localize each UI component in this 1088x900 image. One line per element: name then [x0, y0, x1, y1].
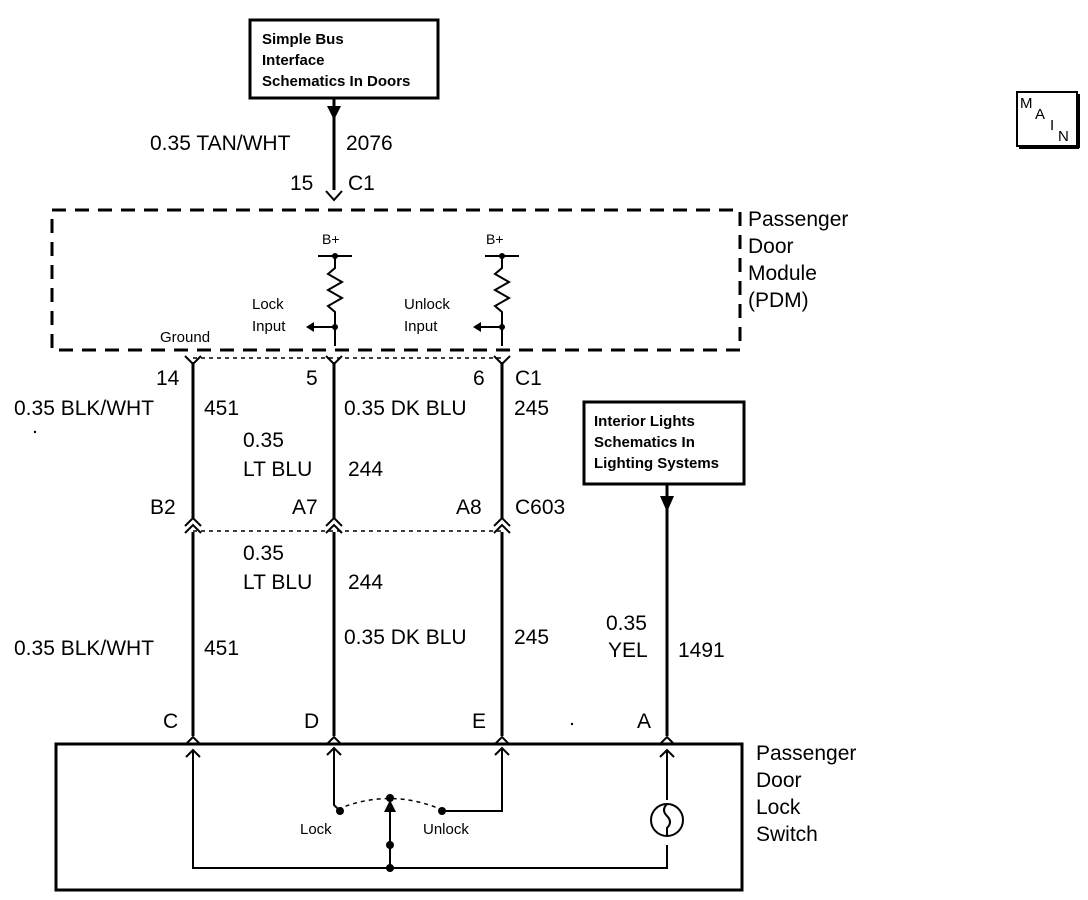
wire-color: YEL: [608, 639, 648, 662]
speck: [570, 722, 574, 726]
pin-number: 5: [306, 367, 318, 390]
circuit-number: 1491: [678, 639, 725, 662]
passenger-door-lock-switch[interactable]: [54, 742, 744, 892]
switch-title: Passenger: [756, 742, 856, 765]
wire-gauge: 0.35: [606, 612, 647, 635]
unlock-input-label: Unlock: [404, 296, 450, 313]
lock-input-label: Lock: [252, 296, 284, 313]
lock-position-label: Lock: [300, 821, 332, 838]
junction-dot-icon: [386, 864, 394, 872]
badge-letter: N: [1058, 128, 1069, 145]
wire-spec: 0.35 DK BLU: [344, 626, 467, 649]
connector-id: C1: [348, 172, 375, 195]
unlock-contact-icon: [438, 807, 446, 815]
circuit-number: 244: [348, 458, 383, 481]
b-plus-label: B+: [486, 231, 504, 247]
resistor-icon: [492, 256, 512, 346]
lock-input-label: Input: [252, 318, 286, 335]
pin-number: 6: [473, 367, 485, 390]
ground-label: Ground: [160, 329, 210, 346]
module-title: (PDM): [748, 289, 809, 312]
badge-letter: I: [1050, 117, 1054, 134]
pin-label: B2: [150, 496, 176, 519]
pin-label: A8: [456, 496, 482, 519]
unlock-position-label: Unlock: [423, 821, 469, 838]
wire-spec: 0.35 TAN/WHT: [150, 132, 291, 155]
b-plus-label: B+: [322, 231, 340, 247]
connector-chevron-icon: [658, 735, 676, 746]
pin-label: A7: [292, 496, 318, 519]
connector-chevron-icon: [325, 735, 343, 746]
ref-line: Schematics In Doors: [262, 73, 410, 90]
circuit-number: 451: [204, 397, 239, 420]
c603-chevrons: [184, 516, 511, 534]
pin-label: C: [163, 710, 178, 733]
passenger-door-module[interactable]: [50, 208, 742, 352]
input-arrow-icon: [473, 322, 481, 332]
ref-line: Lighting Systems: [594, 455, 719, 472]
connector-id: C603: [515, 496, 565, 519]
module-title: Door: [748, 235, 794, 258]
circuit-number: 245: [514, 626, 549, 649]
pin-label: D: [304, 710, 319, 733]
lock-contact-icon: [336, 807, 344, 815]
switch-internal-wiring: [185, 746, 675, 869]
connector-chevron-icon: [493, 735, 511, 746]
ref-line: Interface: [262, 52, 325, 69]
pin-number: 15: [290, 172, 313, 195]
circuit-number: 244: [348, 571, 383, 594]
circuit-number: 451: [204, 637, 239, 660]
connector-chevron-icon: [325, 190, 343, 202]
unlock-input-label: Input: [404, 318, 438, 335]
wire-spec: 0.35 BLK/WHT: [14, 397, 154, 420]
ref-line: Schematics In: [594, 434, 695, 451]
wire-color: LT BLU: [243, 571, 312, 594]
circuit-number: 245: [514, 397, 549, 420]
resistor-icon: [325, 256, 345, 346]
circuit-number: 2076: [346, 132, 393, 155]
wire-color: LT BLU: [243, 458, 312, 481]
pin-label: E: [472, 710, 486, 733]
ref-line: Interior Lights: [594, 413, 695, 430]
interior-lights-reference[interactable]: Interior Lights Schematics In Lighting S…: [582, 400, 746, 486]
input-arrow-icon: [306, 322, 314, 332]
switch-pivot-icon: [386, 794, 394, 802]
switch-title: Switch: [756, 823, 818, 846]
junction-dot-icon: [386, 841, 394, 849]
main-badge[interactable]: M A I N: [1016, 91, 1080, 149]
badge-letter: M: [1020, 95, 1033, 112]
wire-gauge: 0.35: [243, 542, 284, 565]
badge-letter: A: [1035, 106, 1045, 123]
module-title: Passenger: [748, 208, 848, 231]
simple-bus-reference[interactable]: Simple Bus Interface Schematics In Doors: [248, 18, 440, 100]
ref-line: Simple Bus: [262, 31, 344, 48]
wire-spec: 0.35 BLK/WHT: [14, 637, 154, 660]
wire-gauge: 0.35: [243, 429, 284, 452]
speck: [33, 430, 37, 434]
wire-spec: 0.35 DK BLU: [344, 397, 467, 420]
lamp-icon: [650, 803, 684, 837]
pin-label: A: [637, 710, 651, 733]
connector-id: C1: [515, 367, 542, 390]
module-title: Module: [748, 262, 817, 285]
switch-title: Door: [756, 769, 802, 792]
switch-title: Lock: [756, 796, 801, 819]
pin-number: 14: [156, 367, 180, 390]
connector-chevron-icon: [184, 735, 202, 746]
